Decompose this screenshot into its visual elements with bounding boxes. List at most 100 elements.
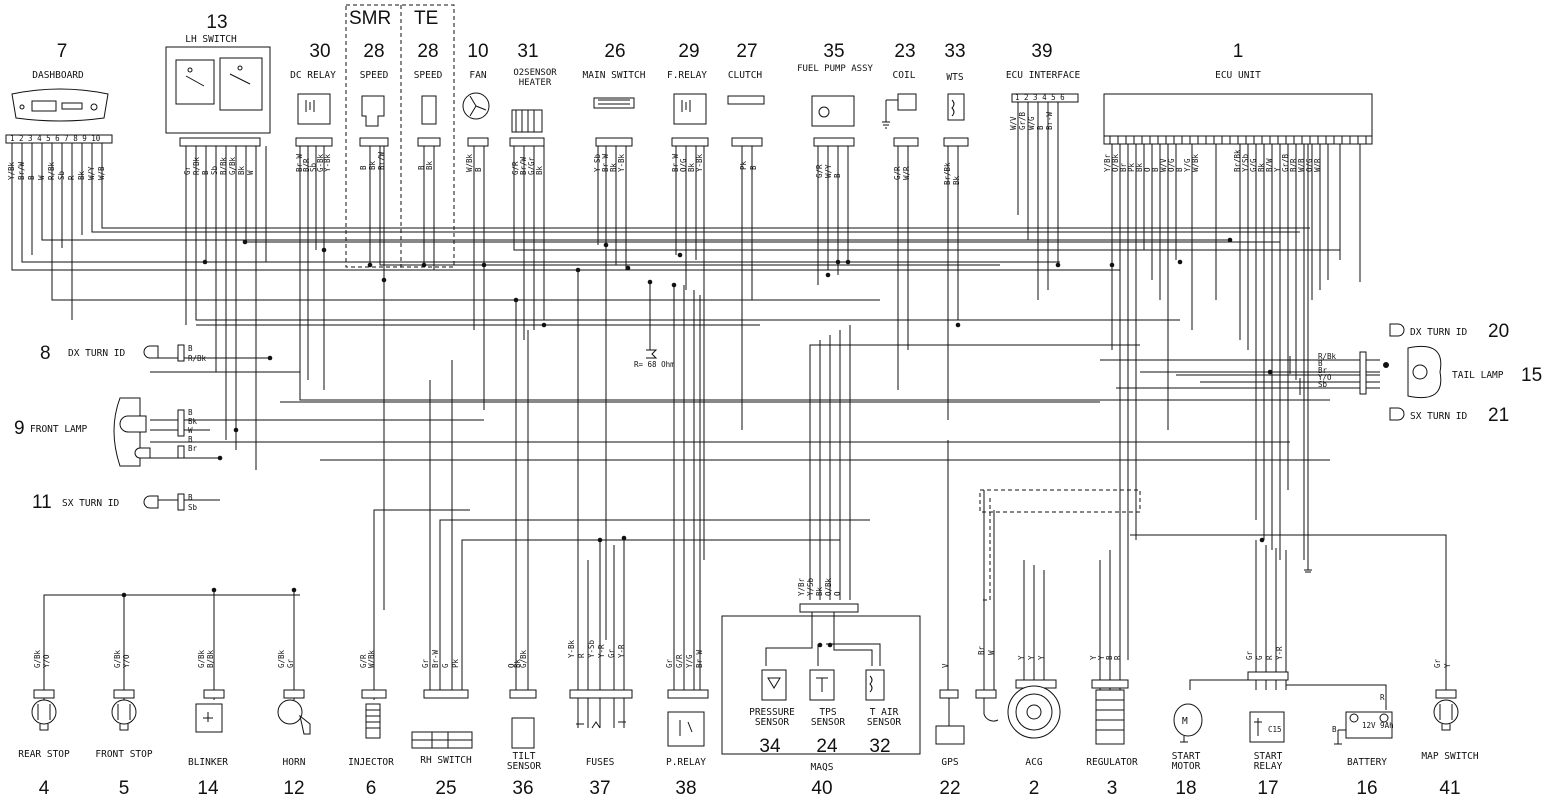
wire-code-dx-turn-front: R/Bk: [188, 354, 207, 363]
f-relay-number: 29: [678, 41, 699, 62]
p-relay-label: P.RELAY: [666, 757, 706, 768]
wire-code-ecu-left: Pk: [1127, 162, 1136, 172]
wire-code-front-lamp: Bk: [188, 417, 198, 426]
gps-label: GPS: [941, 757, 958, 768]
wire-code-ecu-right: B/R: [1289, 158, 1298, 172]
wire-code-ecu-interface: B: [1036, 125, 1045, 130]
wire-code-ecu-left: Bk: [1135, 162, 1144, 172]
tilt-sensor-label-box: TILT SENSOR: [507, 752, 541, 772]
map-switch-label: MAP SWITCH: [1421, 752, 1479, 762]
fan-symbol: [462, 92, 490, 147]
wire-code-maqs: Y/Br: [797, 577, 806, 596]
wire-code-speed-smr: Bk: [368, 160, 377, 170]
tps-sensor-number: 24: [816, 736, 838, 757]
wire-code-acg-left: W: [987, 650, 996, 655]
o2-heater-symbol: [509, 109, 545, 147]
resistor-label: R= 68 Ohm: [634, 360, 675, 369]
dx-turn-rear-bulb: [1389, 323, 1405, 337]
wire-code-tilt-sensor: Bk: [513, 658, 522, 668]
wire-code-dc-relay: Sb: [309, 162, 318, 172]
svg-text:1 2 3 4 5 6 7 8 9 10: 1 2 3 4 5 6 7 8 9 10: [10, 134, 101, 143]
wire-code-ecu-left: O/G: [1167, 158, 1176, 172]
wire-code-horn: Gr: [286, 658, 295, 668]
map-switch-number: 41: [1439, 778, 1460, 798]
lh-switch-number: 13: [206, 12, 227, 33]
wire-code-front-lamp: Br: [188, 444, 198, 453]
wire-code-o2-heater: Bk: [535, 165, 544, 175]
wire-code-wts: Bk: [952, 175, 961, 185]
lh-switch-label: LH SWITCH: [185, 34, 237, 45]
wire-code-ecu-left: B: [1175, 167, 1184, 172]
wire-code-fuses: Y-R: [597, 644, 606, 658]
o2-heater-label: O2SENSOR HEATER: [513, 68, 557, 88]
wire-code-ecu-right: Y/Sb: [1241, 153, 1250, 172]
dc-relay-label: DC RELAY: [290, 70, 336, 81]
coil-label: COIL: [893, 70, 916, 81]
wire-code-main-switch: Y-Bk: [617, 153, 626, 172]
wire-code-p-relay: Y/G: [685, 654, 694, 668]
maqs-number: 40: [811, 778, 832, 798]
wire-code-o2-heater: G/Gr: [527, 156, 536, 175]
wire-code-maqs: Y/Sb: [806, 577, 815, 596]
wire-code-speed-smr: B: [359, 165, 368, 170]
wire-code-f-relay: Y-Bk: [695, 153, 704, 172]
wire-code-fuel-pump: W/Y: [824, 164, 833, 178]
tps-sensor-label-box: TPS SENSOR: [811, 708, 845, 728]
rh-switch-number: 25: [435, 778, 456, 798]
wire-code-dashboard: Bk: [77, 170, 86, 180]
o2-heater-number: 31: [517, 41, 538, 62]
wire-code-dashboard: Br/W: [17, 161, 26, 180]
rh-switch-label: RH SWITCH: [420, 756, 472, 766]
wire-code-tail-lamp: Br: [1318, 366, 1328, 375]
gps-routing-dashed: [979, 489, 1141, 513]
wire-code-start-relay: Gr: [1245, 650, 1254, 660]
wts-symbol: [943, 93, 969, 147]
wire-code-fuses: R: [577, 653, 586, 658]
wire-code-dashboard: Y/Bk: [7, 161, 16, 180]
wire-code-front-lamp: B: [188, 435, 193, 444]
dx-turn-rear-number: 20: [1488, 321, 1509, 342]
wire-code-lh-switch: B/Bk: [219, 156, 228, 175]
wire-code-map-switch: Y: [1443, 663, 1452, 668]
ground-symbol: [1304, 566, 1312, 573]
tilt-sensor-number: 36: [512, 778, 533, 798]
dx-turn-front-label: DX TURN ID: [68, 348, 125, 359]
injector-symbol: [361, 689, 387, 739]
tail-lamp-label: TAIL LAMP: [1452, 370, 1504, 381]
wire-code-regulator: B: [1105, 655, 1114, 660]
blinker-symbol: [195, 689, 225, 733]
pressure-sensor-number: 34: [759, 736, 781, 757]
start-motor-label: START MOTOR: [1171, 752, 1201, 772]
wire-code-sx-turn-front: Sb: [188, 503, 198, 512]
regulator-number: 3: [1107, 778, 1118, 798]
ecu-unit-number: 1: [1233, 41, 1244, 62]
coil-symbol: [882, 93, 919, 147]
top-headers: 7 DASHBOARD 13 LH SWITCH 30 DC RELAY 28 …: [32, 12, 1261, 88]
dashboard-label: DASHBOARD: [32, 70, 84, 81]
smr-te-group-box: SMR TE: [345, 4, 455, 268]
wire-code-fan: W/Bk: [465, 153, 474, 172]
wire-code-ecu-right: Bk: [1257, 162, 1266, 172]
wire-code-acg: Y: [1027, 655, 1036, 660]
wire-code-dashboard: W/Y: [87, 166, 96, 180]
battery-number: 16: [1356, 778, 1377, 798]
wire-code-gps: V: [941, 663, 950, 668]
coil-number: 23: [894, 41, 915, 62]
wire-code-blinker: G/Bk: [197, 649, 206, 668]
start-relay-number: 17: [1257, 778, 1278, 798]
main-switch-number: 26: [604, 41, 625, 62]
speed-te-symbol: [417, 95, 441, 147]
lh-switch-symbol: [165, 46, 271, 147]
top-components: 1 2 3 4 5 6 7 8 9 10: [5, 46, 1373, 147]
wire-code-dc-relay: Br-W: [295, 153, 304, 172]
ecu-interface-number: 39: [1031, 41, 1052, 62]
battery-rating: 12V 9Ah: [1362, 721, 1394, 730]
front-stop-number: 5: [119, 778, 130, 798]
wire-code-horn: G/Bk: [277, 649, 286, 668]
wire-code-f-relay: Bk: [687, 162, 696, 172]
wire-code-rh-switch: Pk: [451, 658, 460, 668]
wire-code-tilt-sensor: O: [507, 663, 516, 668]
wire-code-lh-switch: Gr: [183, 165, 192, 175]
wire-code-coil: W/R: [902, 166, 911, 180]
